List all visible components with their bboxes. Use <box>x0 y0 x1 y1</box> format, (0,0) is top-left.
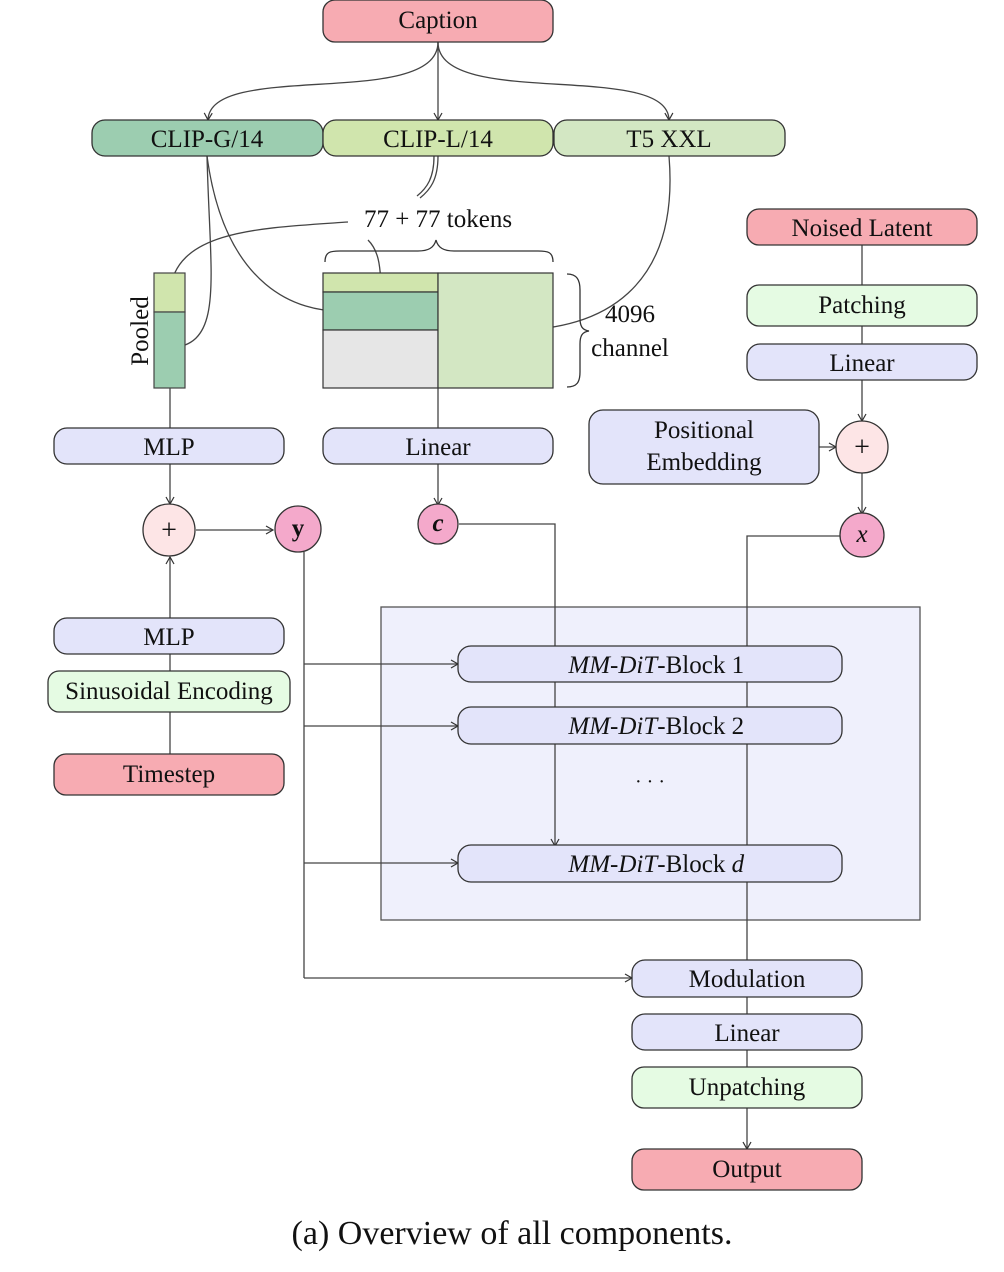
edge-c-to-blocks <box>459 523 556 646</box>
caption-input-node: Caption <box>322 0 554 43</box>
noised-latent-label: Noised Latent <box>792 215 933 242</box>
token-matrix <box>322 272 554 389</box>
mmdit-block-1: MM-DiT-Block 1 <box>457 645 843 683</box>
patching-label: Patching <box>818 292 906 319</box>
caption-label: Caption <box>398 7 478 34</box>
tokens-label: 77 + 77 tokens <box>364 206 512 233</box>
plus-icon: + <box>854 432 870 463</box>
edge-clip-g-to-token-matrix <box>206 155 344 316</box>
y-label: y <box>292 515 305 542</box>
matrix-clip-g-rows <box>322 291 439 331</box>
adder-latent: + <box>835 420 889 474</box>
edge-tokens-to-pooled <box>166 221 349 294</box>
clip-g-label: CLIP-G/14 <box>151 126 264 153</box>
c-label: c <box>432 510 443 537</box>
matrix-padding-rows <box>322 329 439 389</box>
channel-count-label: 4096 <box>605 301 655 328</box>
tokens-brace <box>324 239 554 263</box>
timestep-input-node: Timestep <box>53 753 285 796</box>
channel-brace <box>566 273 590 388</box>
positional-label-line2: Embedding <box>646 449 762 476</box>
edge-x-to-blocks <box>746 535 840 646</box>
edges <box>165 41 867 1151</box>
clip-g-encoder-node: CLIP-G/14 <box>91 119 324 157</box>
matrix-t5-block <box>437 272 554 389</box>
linear-latent-node: Linear <box>746 343 978 381</box>
patching-node: Patching <box>746 284 978 327</box>
x-label: x <box>855 521 867 548</box>
mlp-bottom-label: MLP <box>143 624 194 651</box>
edge-clip-g-to-pooled <box>168 155 212 353</box>
pooled-label: Pooled <box>127 296 154 366</box>
t5-encoder-node: T5 XXL <box>553 119 786 157</box>
mmdit-block-d: MM-DiT-Block d <box>457 844 843 883</box>
y-variable-node: y <box>274 505 322 553</box>
noised-latent-input-node: Noised Latent <box>746 208 978 246</box>
mmdit-block-2: MM-DiT-Block 2 <box>457 706 843 745</box>
clip-l-label: CLIP-L/14 <box>383 126 493 153</box>
linear-context-label: Linear <box>405 434 471 461</box>
output-node: Output <box>631 1148 863 1191</box>
unpatching-node: Unpatching <box>631 1066 863 1109</box>
mmdit-block-2-label: MM-DiT-Block 2 <box>525 713 776 740</box>
mmdit-block-d-label: MM-DiT-Block d <box>525 851 776 878</box>
sinusoidal-label: Sinusoidal Encoding <box>65 678 273 705</box>
adder-conditioning: + <box>142 503 196 557</box>
positional-label-line1: Positional <box>654 417 754 444</box>
pooled-vector: Pooled <box>127 272 186 389</box>
sinusoidal-encoding-node: Sinusoidal Encoding <box>47 670 291 713</box>
x-variable-node: x <box>839 512 885 558</box>
mlp-timestep-node: MLP <box>53 617 285 655</box>
c-variable-node: c <box>417 503 459 545</box>
plus-icon: + <box>161 515 177 546</box>
mlp-pooled-node: MLP <box>53 427 285 465</box>
positional-embedding-node: Positional Embedding <box>588 409 820 485</box>
linear-output-node: Linear <box>631 1013 863 1051</box>
linear-latent-label: Linear <box>829 350 895 377</box>
output-label: Output <box>712 1156 782 1183</box>
edge-caption-to-clip-g <box>203 41 439 122</box>
clip-l-encoder-node: CLIP-L/14 <box>322 119 554 157</box>
mlp-top-label: MLP <box>143 434 194 461</box>
unpatching-label: Unpatching <box>689 1074 806 1101</box>
channel-label: channel <box>591 335 669 362</box>
modulation-label: Modulation <box>689 966 806 993</box>
blocks-ellipsis: · · · <box>635 771 665 793</box>
t5-label: T5 XXL <box>626 126 711 153</box>
mmdit-block-1-label: MM-DiT-Block 1 <box>525 652 776 679</box>
pooled-clip-g-segment <box>153 311 186 389</box>
edge-clip-l-to-tokens-label <box>419 155 439 199</box>
edge-caption-to-t5 <box>437 41 674 122</box>
linear-context-node: Linear <box>322 427 554 465</box>
modulation-node: Modulation <box>631 959 863 998</box>
linear-output-label: Linear <box>714 1020 780 1047</box>
matrix-clip-l-rows <box>322 272 439 293</box>
timestep-label: Timestep <box>123 761 215 788</box>
figure-caption: (a) Overview of all components. <box>292 1215 733 1252</box>
pooled-clip-l-segment <box>153 272 186 313</box>
